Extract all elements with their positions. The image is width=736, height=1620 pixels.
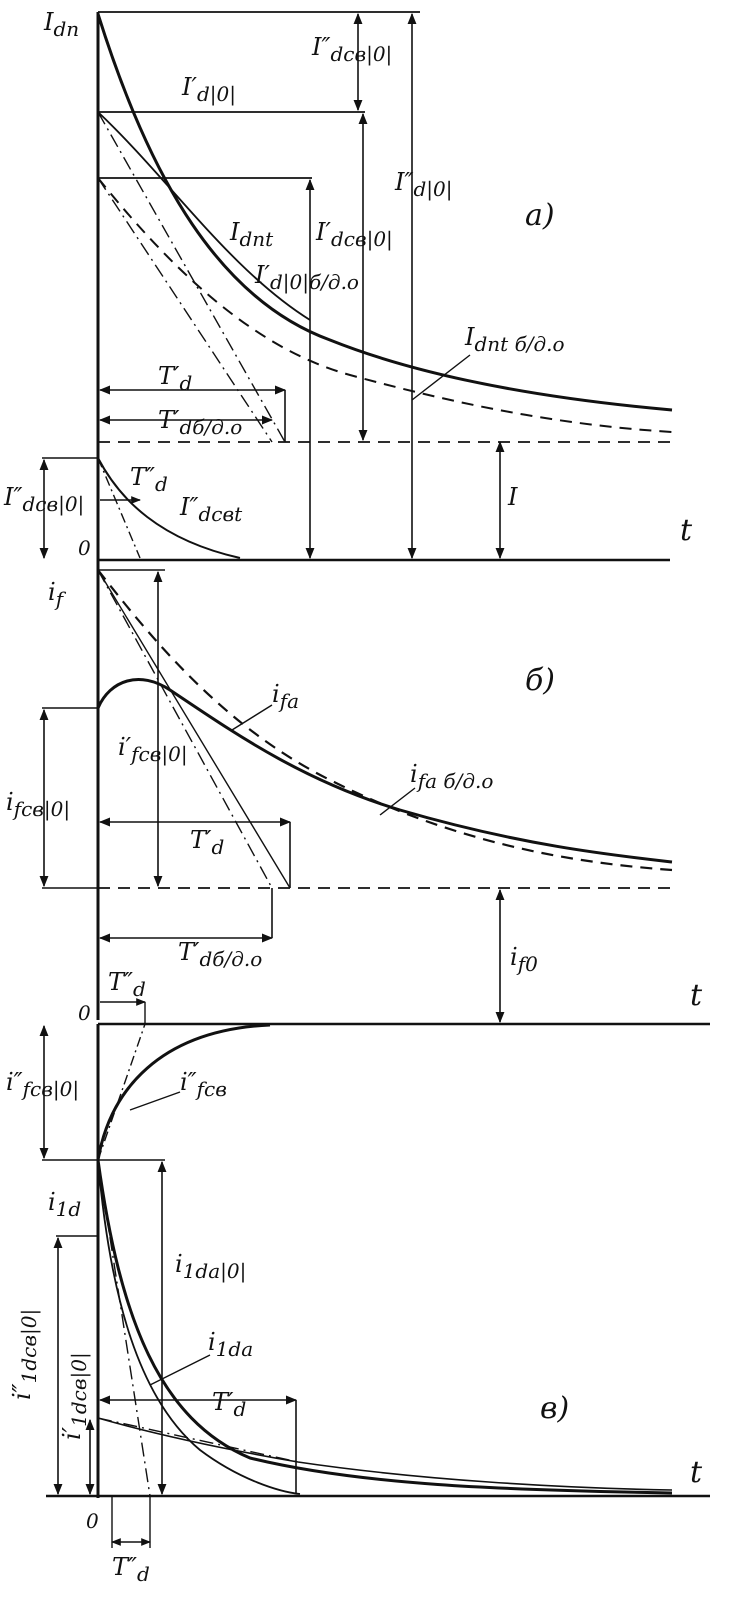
leader-idnt-bd xyxy=(411,354,471,401)
label-i1da0: i1da|0| xyxy=(175,1250,246,1284)
leader-ifa xyxy=(231,704,273,731)
label-if0: if0 xyxy=(510,943,538,976)
panel-b: б) if ifa i′fcв|0| ifcв|0| ifa б/д.о T′d… xyxy=(6,560,710,1161)
label-if: if xyxy=(48,578,67,611)
label-i1da: i1da xyxy=(208,1328,253,1361)
panel-b-zero: 0 xyxy=(78,1001,91,1025)
label-b-td-prime: T′d xyxy=(190,826,224,859)
label-ifcb0-dprime: i″fcв|0| xyxy=(6,1068,79,1102)
label-td-bd: T′dб/д.о xyxy=(158,406,242,439)
label-ifcb0-prime: i′fcв|0| xyxy=(118,733,188,767)
curve-idcbt xyxy=(97,457,241,559)
curve-i1dcb-prime xyxy=(97,1417,673,1491)
panel-c-label: в) xyxy=(540,1391,569,1426)
tangent-b-td-dprime xyxy=(97,1023,146,1161)
leader-ifa-bd xyxy=(379,787,416,816)
curve-ifcb-dprime xyxy=(96,1023,271,1161)
label-I: I xyxy=(507,483,518,511)
label-idcb0-left: I″dcв|0| xyxy=(3,483,84,517)
label-id0-dprime: I″d|0| xyxy=(394,168,452,202)
curve-i1da xyxy=(96,1159,673,1495)
label-ifa-bd: ifa б/д.о xyxy=(410,760,493,793)
leader-i1da xyxy=(149,1354,211,1386)
label-idcb0-prime: I′dcв|0| xyxy=(315,218,393,252)
curve-id0-component xyxy=(97,111,311,321)
label-idnt: Idnt xyxy=(229,218,274,251)
label-c-td-dprime: T″d xyxy=(112,1553,150,1586)
label-ifcb-dprime: i″fcв xyxy=(180,1068,227,1101)
label-idcb0-dprime: I″dcв|0| xyxy=(311,33,392,67)
label-idnt-bd: Idnt б/д.о xyxy=(464,323,565,356)
panel-a: a) Idn I′d|0| I″dcв|0| I″d|0| Idnt I′dcв… xyxy=(3,8,693,562)
label-c-td-prime: T′d xyxy=(212,1388,246,1421)
panel-a-zero: 0 xyxy=(78,536,91,560)
panel-a-t-label: t xyxy=(680,513,693,548)
panel-c-t-label: t xyxy=(690,1455,703,1490)
label-td-prime: T′d xyxy=(158,362,192,395)
label-id0-prime: I′d|0| xyxy=(181,73,236,107)
tangent-td-bd xyxy=(97,177,273,443)
label-b-td-dprime: T″d xyxy=(108,968,146,1001)
curve-idnt-bd xyxy=(97,177,673,433)
tangent-b-1 xyxy=(97,569,291,889)
panel-b-t-label: t xyxy=(690,978,703,1013)
panel-a-label: a) xyxy=(525,198,555,233)
leader-ifcb-dprime xyxy=(129,1091,181,1111)
panel-b-label: б) xyxy=(525,663,555,698)
label-idcbt: I″dcвt xyxy=(179,493,243,526)
panel-c: в) i1d i1da|0| i1da i″1dcв|0| i′1dcв|0| … xyxy=(8,1024,710,1586)
tangent-c-1 xyxy=(97,1417,299,1463)
label-i1dcb0-prime: i′1dcв|0| xyxy=(58,1352,92,1440)
label-b-td-bd: T′dб/д.о xyxy=(178,938,262,971)
label-ifa: ifa xyxy=(272,680,299,713)
tangent-b-2 xyxy=(97,569,273,889)
tangent-td-dprime xyxy=(97,457,141,559)
label-td-dprime: T″d xyxy=(130,463,168,496)
panel-c-zero: 0 xyxy=(86,1509,99,1533)
curve-i1da-thin xyxy=(97,1159,301,1495)
label-i1dcb0-dprime: i″1dcв|0| xyxy=(8,1309,42,1400)
label-idn: Idn xyxy=(43,8,79,41)
curve-ifa xyxy=(96,678,673,864)
curve-ifa-bd xyxy=(97,569,673,872)
tangent-c-2 xyxy=(97,1159,151,1497)
label-i1d: i1d xyxy=(48,1188,81,1221)
curve-idnt xyxy=(96,13,673,412)
label-ifcb0-left: ifcв|0| xyxy=(6,788,70,822)
label-id0-bd-prime: I′d|0|б/д.о xyxy=(254,261,359,295)
